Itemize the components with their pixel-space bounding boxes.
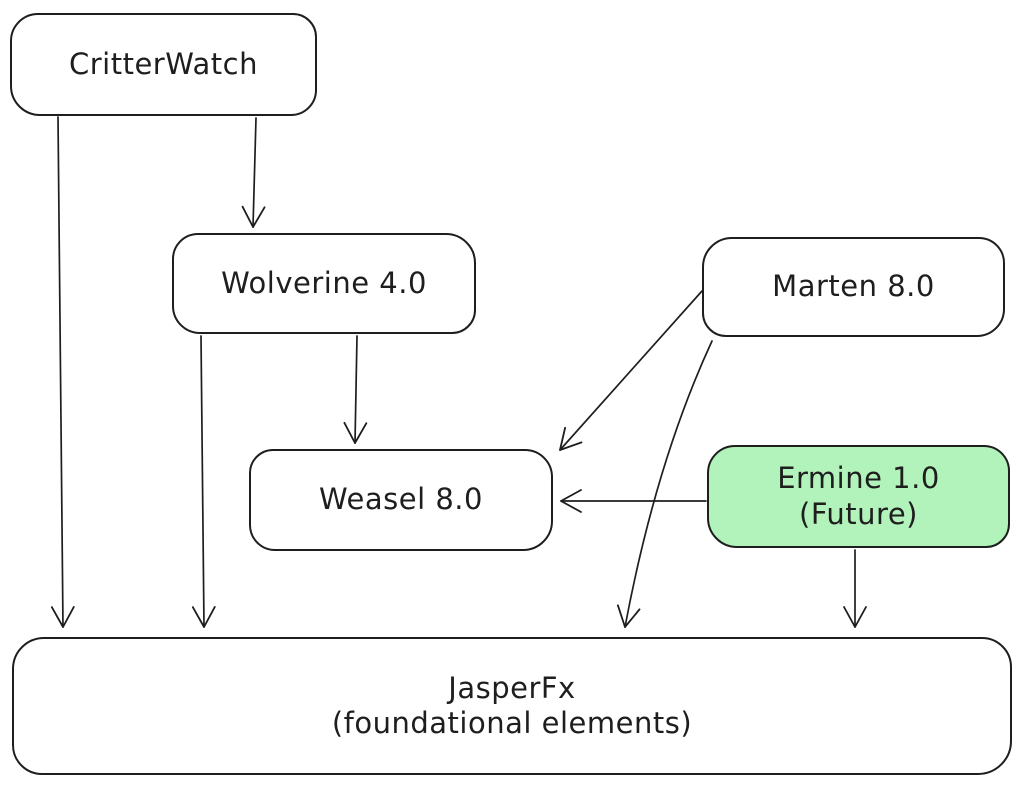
node-jasperfx-label-line2: (foundational elements) (331, 706, 693, 740)
node-ermine-label-line1: Ermine 1.0 (777, 461, 940, 496)
node-wolverine: Wolverine 4.0 (172, 233, 476, 334)
node-critterwatch: CritterWatch (10, 13, 317, 116)
node-ermine-label-line2: (Future) (799, 496, 918, 531)
node-wolverine-label: Wolverine 4.0 (221, 265, 427, 300)
edge-marten-to-weasel (559, 290, 703, 451)
node-ermine-future: Ermine 1.0 (Future) (707, 445, 1010, 548)
node-weasel: Weasel 8.0 (249, 449, 553, 551)
edge-wolverine-to-jasperfx (191, 335, 216, 628)
edge-critterwatch-to-jasperfx (50, 116, 75, 628)
edge-critterwatch-to-wolverine (241, 117, 266, 228)
node-jasperfx: JasperFx (foundational elements) (12, 637, 1012, 775)
node-jasperfx-label-line1: JasperFx (448, 670, 576, 705)
node-marten: Marten 8.0 (702, 237, 1005, 337)
edge-wolverine-to-weasel (343, 335, 368, 444)
edge-marten-to-jasperfx (616, 340, 713, 628)
node-weasel-label: Weasel 8.0 (319, 482, 483, 517)
node-marten-label: Marten 8.0 (772, 269, 935, 304)
node-critterwatch-label: CritterWatch (68, 46, 259, 81)
